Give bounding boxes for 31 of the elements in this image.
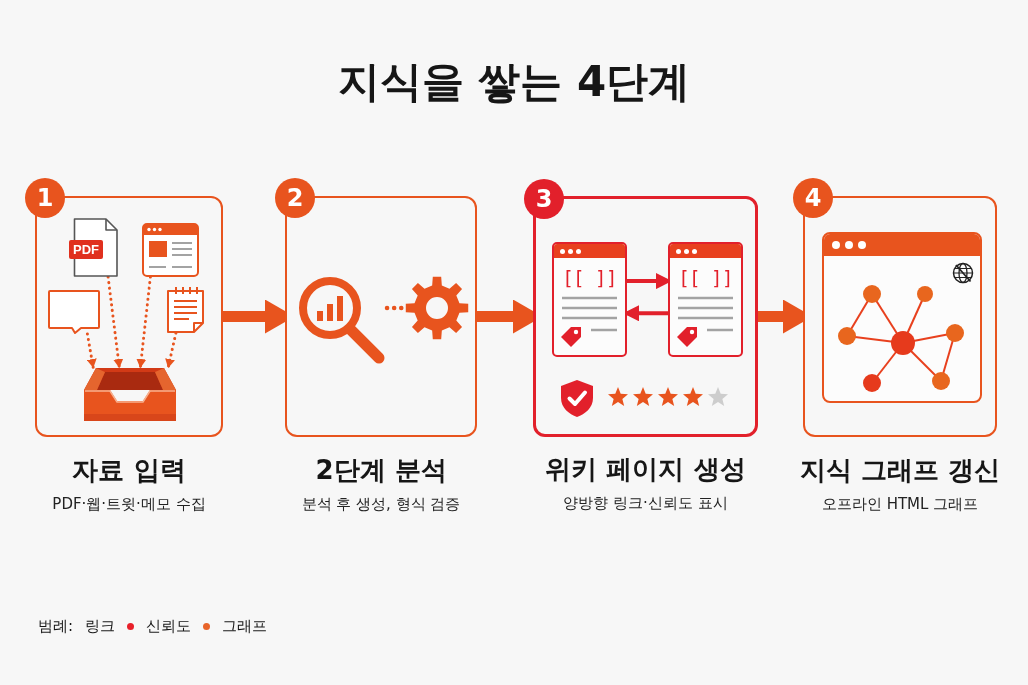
file-type-label: PDF — [69, 240, 103, 259]
wiki-link-syntax: [[ ]] — [562, 268, 617, 289]
speech-bubble-icon — [48, 290, 100, 334]
step-number-badge: 1 — [25, 178, 65, 218]
step-title: 자료 입력 — [72, 454, 186, 487]
dotted-arrow — [136, 275, 152, 370]
step-description: PDF·웹·트윗·메모 수집 — [52, 494, 206, 514]
legend-label: 신뢰도 — [146, 617, 192, 637]
step-title: 위키 페이지 생성 — [545, 453, 746, 486]
step-description: 분석 후 생성, 형식 검증 — [301, 494, 461, 514]
legend-label: 링크 — [85, 617, 116, 637]
step-number-badge: 4 — [793, 178, 833, 218]
step-number-badge: 2 — [275, 178, 315, 218]
wiki-page-window — [552, 242, 627, 357]
legend-heading: 범례: — [38, 617, 74, 637]
wiki-page-window — [668, 242, 743, 357]
dotted-arrow — [165, 331, 178, 370]
legend-label: 그래프 — [222, 617, 268, 637]
dotted-arrow — [85, 332, 97, 370]
diagram-title: 지식을 쌓는 4단계 — [337, 56, 691, 108]
step-description: 오프라인 HTML 그래프 — [821, 494, 979, 514]
dotted-arrow — [106, 275, 124, 370]
web-page-icon — [142, 223, 199, 277]
step-title: 2단계 분석 — [315, 454, 447, 487]
step-description: 양방향 링크·신뢰도 표시 — [563, 493, 728, 513]
gear-icon — [405, 276, 469, 340]
notepad-icon — [167, 287, 204, 333]
inbox-tray-icon — [84, 368, 176, 421]
step-title: 지식 그래프 갱신 — [799, 454, 1001, 487]
wiki-link-syntax: [[ ]] — [678, 268, 733, 289]
step-number-badge: 3 — [524, 179, 564, 219]
